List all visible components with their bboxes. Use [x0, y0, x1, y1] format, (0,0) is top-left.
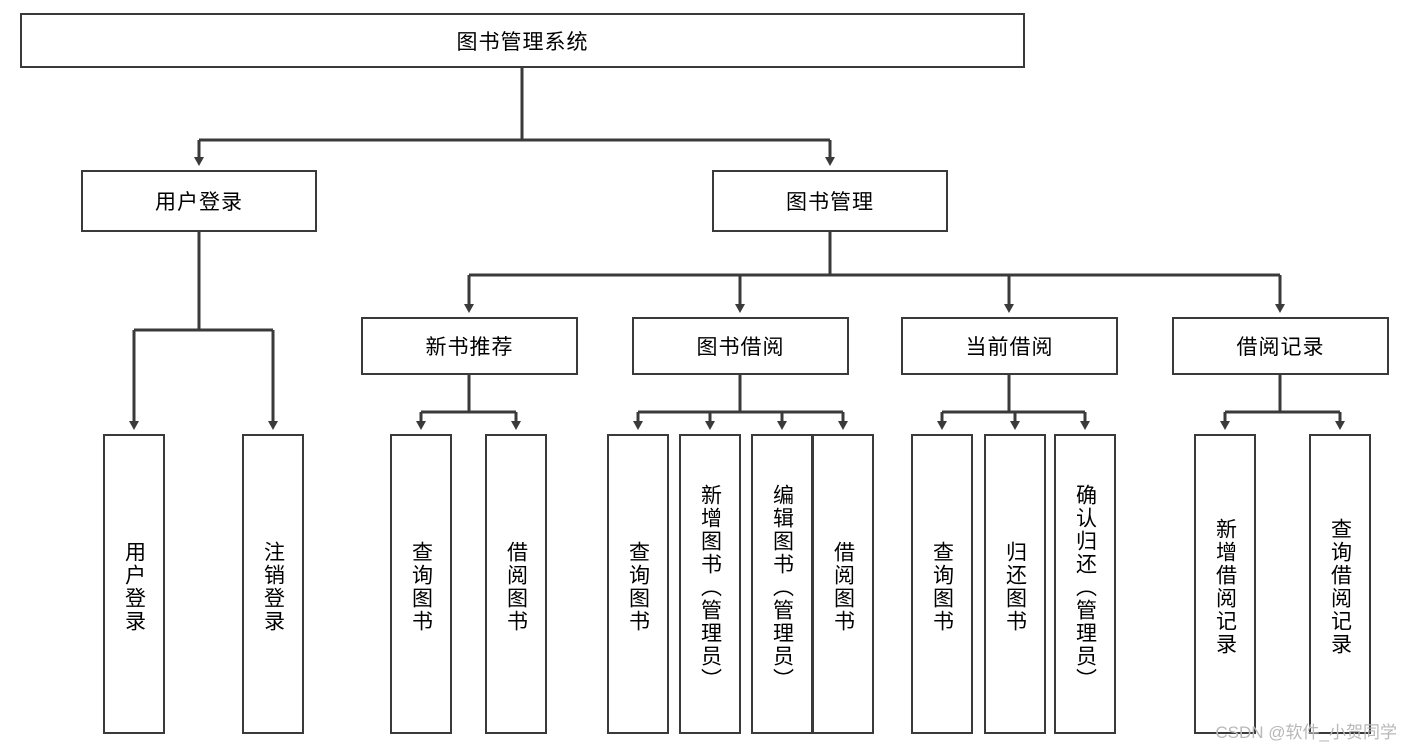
node-leaf-query-book-recommend[interactable]: 查询图书 — [390, 434, 452, 734]
node-borrow-record[interactable]: 借阅记录 — [1172, 317, 1389, 375]
node-leaf-return-book[interactable]: 归还图书 — [984, 434, 1046, 734]
node-leaf-query-book-recommend-label: 查询图书 — [409, 541, 433, 633]
node-user-login-label: 用户登录 — [155, 191, 243, 214]
node-new-book-recommend-label: 新书推荐 — [425, 336, 514, 359]
node-leaf-add-book-admin-label: 新增图书（管理员） — [698, 483, 722, 691]
node-current-borrow[interactable]: 当前借阅 — [901, 317, 1118, 375]
node-leaf-edit-book-admin[interactable]: 编辑图书（管理员） — [751, 434, 813, 734]
node-leaf-add-borrow-record-label: 新增借阅记录 — [1213, 518, 1237, 656]
node-current-borrow-label: 当前借阅 — [965, 336, 1054, 359]
node-leaf-add-borrow-record[interactable]: 新增借阅记录 — [1194, 434, 1256, 734]
node-leaf-query-book-borrow[interactable]: 查询图书 — [607, 434, 669, 734]
node-new-book-recommend[interactable]: 新书推荐 — [361, 317, 578, 375]
node-book-management[interactable]: 图书管理 — [712, 170, 948, 232]
node-leaf-logout[interactable]: 注销登录 — [242, 434, 304, 734]
node-root-label: 图书管理系统 — [456, 30, 589, 54]
node-leaf-edit-book-admin-label: 编辑图书（管理员） — [770, 483, 794, 691]
node-borrow-record-label: 借阅记录 — [1236, 336, 1325, 359]
node-leaf-query-book-current[interactable]: 查询图书 — [911, 434, 973, 734]
node-leaf-query-book-borrow-label: 查询图书 — [626, 541, 650, 633]
node-leaf-query-borrow-record-label: 查询借阅记录 — [1328, 518, 1352, 656]
node-root[interactable]: 图书管理系统 — [20, 13, 1025, 68]
node-book-management-label: 图书管理 — [786, 191, 874, 214]
node-leaf-borrow-book-label: 借阅图书 — [831, 541, 855, 633]
node-leaf-user-login[interactable]: 用户登录 — [103, 434, 165, 734]
node-leaf-confirm-return-admin[interactable]: 确认归还（管理员） — [1054, 434, 1116, 734]
node-leaf-confirm-return-admin-label: 确认归还（管理员） — [1073, 483, 1097, 691]
watermark: CSDN @软件_小贺同学 — [1215, 723, 1397, 742]
node-leaf-return-book-label: 归还图书 — [1003, 541, 1027, 633]
node-leaf-borrow-book-recommend[interactable]: 借阅图书 — [485, 434, 547, 734]
node-leaf-borrow-book[interactable]: 借阅图书 — [812, 434, 874, 734]
node-leaf-query-borrow-record[interactable]: 查询借阅记录 — [1309, 434, 1371, 734]
node-book-borrow-label: 图书借阅 — [696, 336, 785, 359]
node-leaf-user-login-label: 用户登录 — [122, 541, 146, 633]
node-leaf-add-book-admin[interactable]: 新增图书（管理员） — [679, 434, 741, 734]
node-leaf-borrow-book-recommend-label: 借阅图书 — [504, 541, 528, 633]
node-leaf-logout-label: 注销登录 — [261, 541, 285, 633]
node-book-borrow[interactable]: 图书借阅 — [632, 317, 849, 375]
node-leaf-query-book-current-label: 查询图书 — [930, 541, 954, 633]
node-user-login[interactable]: 用户登录 — [81, 170, 317, 232]
